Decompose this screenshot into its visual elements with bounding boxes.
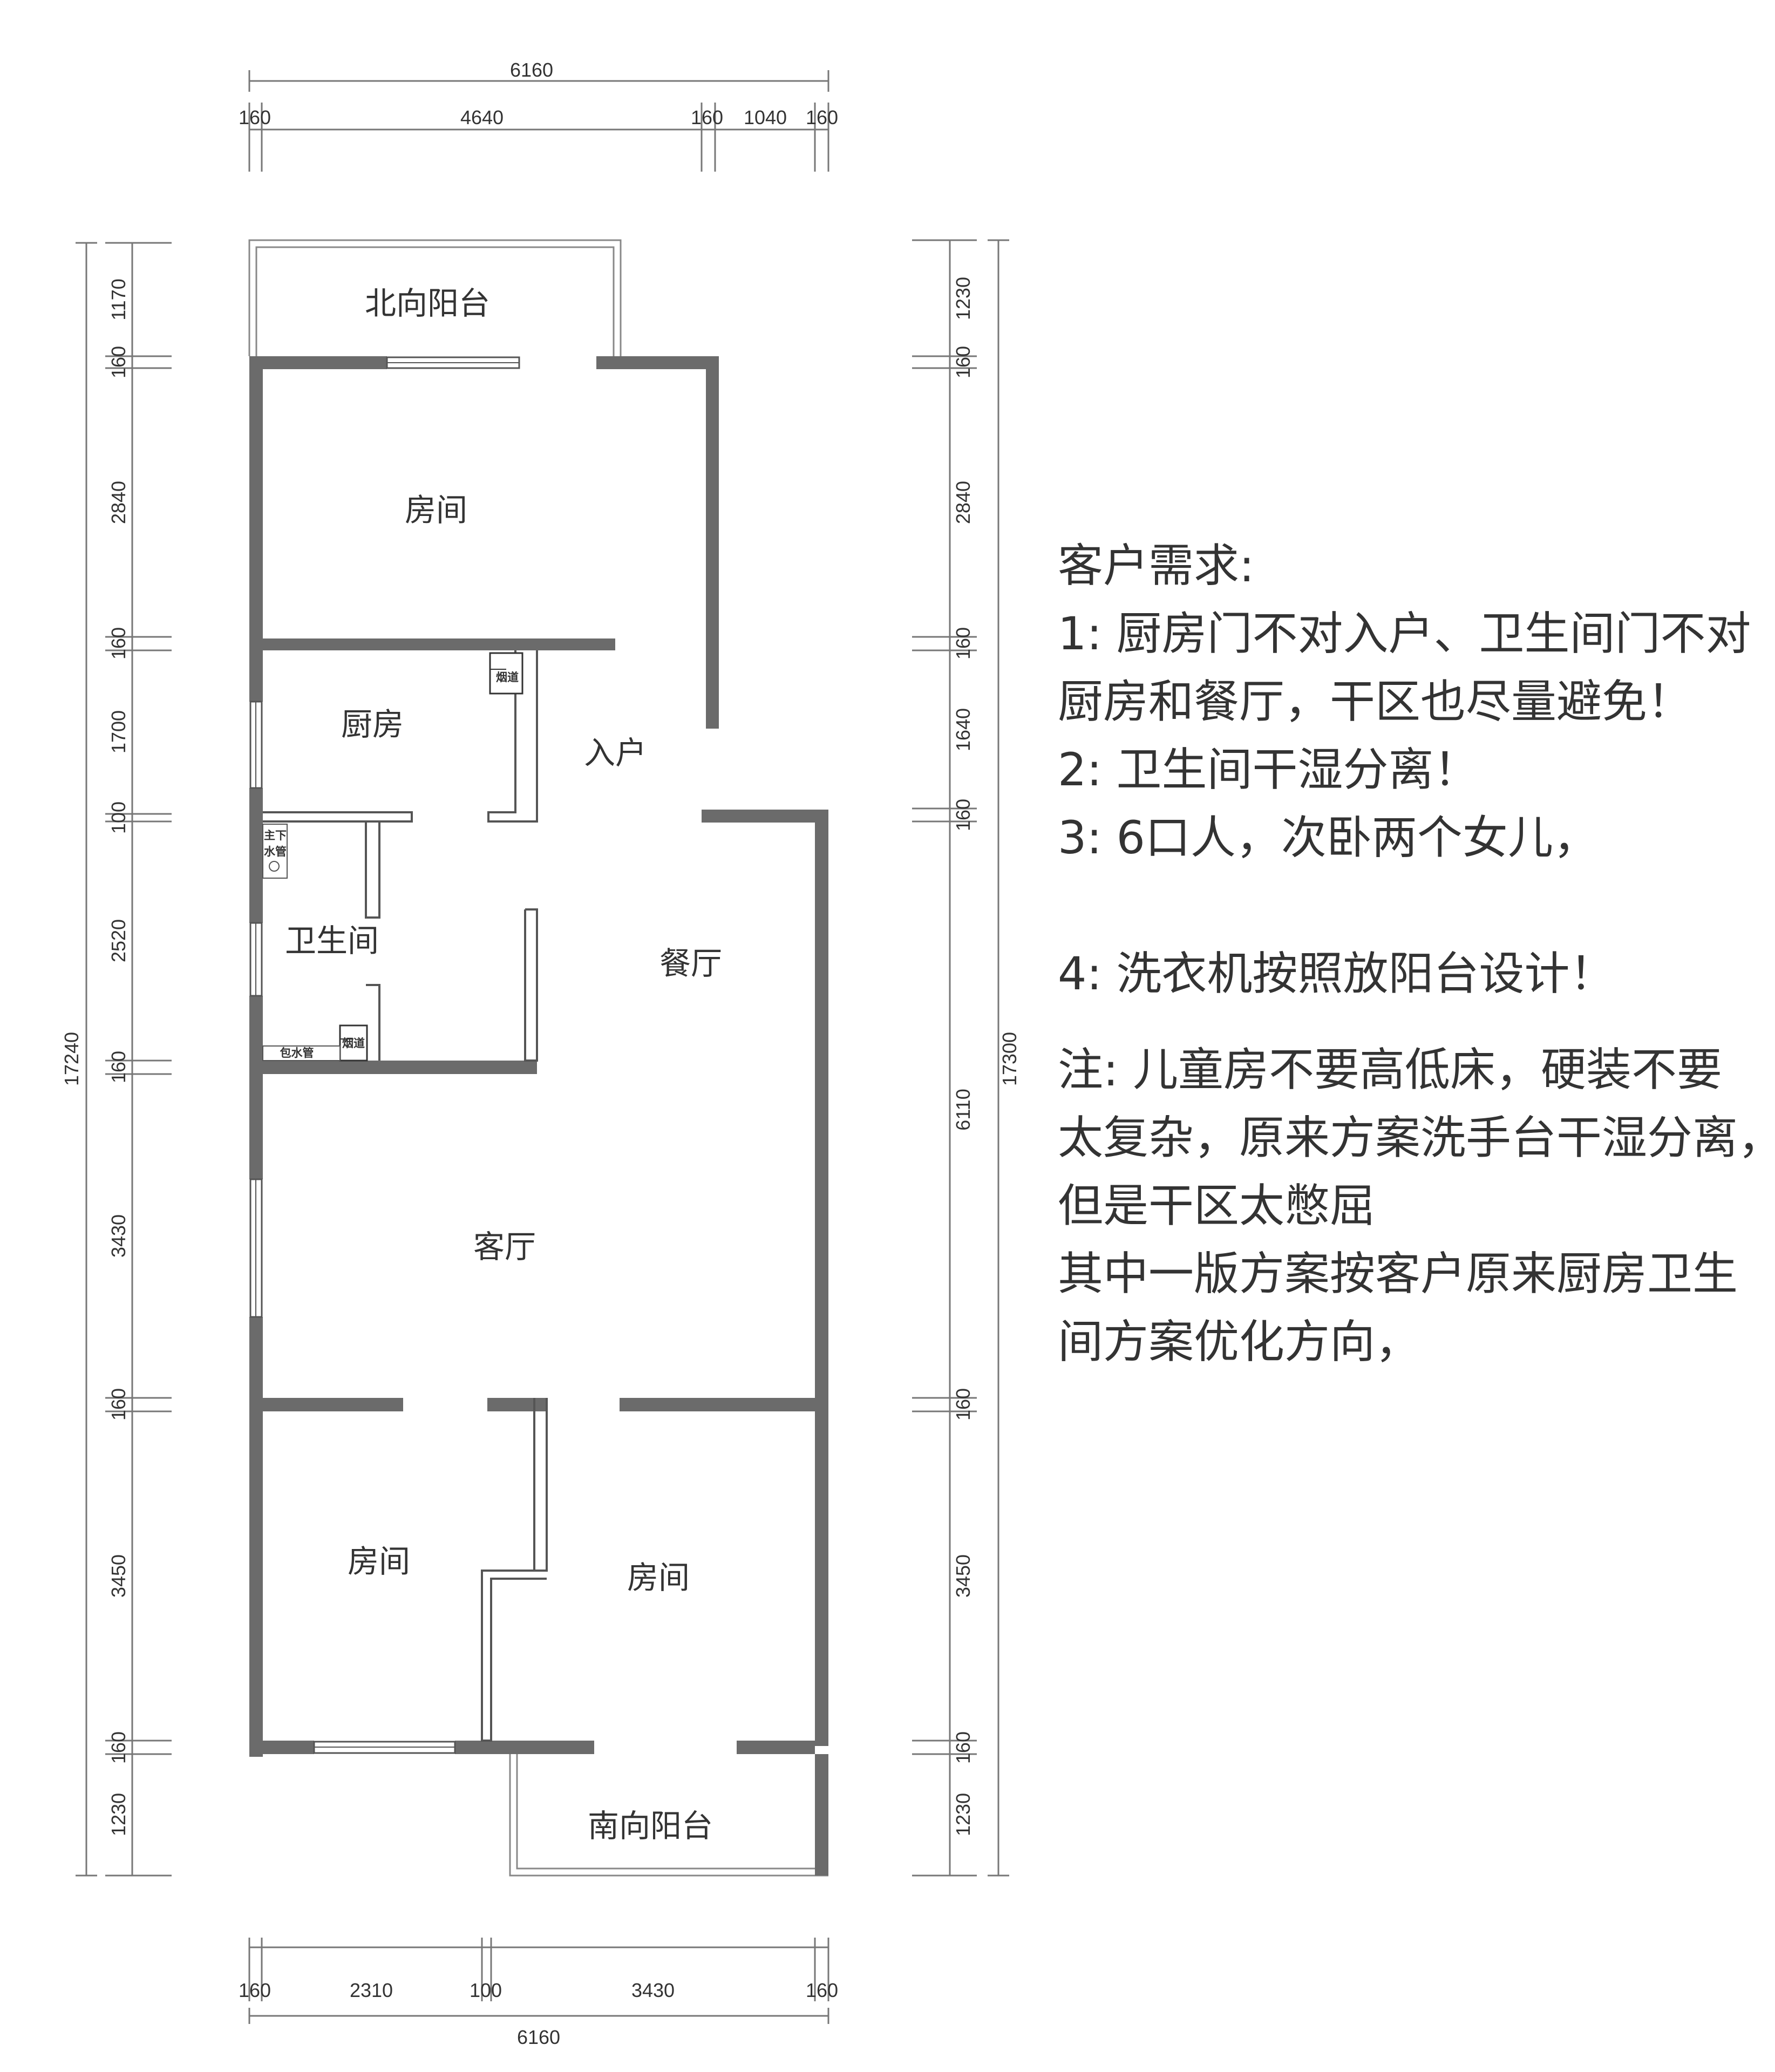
dim-bottom-total: 6160 bbox=[517, 2026, 560, 2048]
dim-top-3: 160 bbox=[691, 106, 723, 128]
north-balcony-outline bbox=[248, 239, 622, 356]
dimension-bottom: 160 2310 100 3430 160 6160 bbox=[239, 1938, 838, 2048]
label-entrance: 入户 bbox=[584, 735, 647, 771]
spacer bbox=[1058, 1008, 1759, 1036]
dim-left-1: 1170 bbox=[107, 278, 130, 320]
requirement-1-line-1: 1: 厨房门不对入户、卫生间门不对 bbox=[1058, 607, 1751, 660]
dim-right-2: 160 bbox=[952, 346, 974, 378]
label-kitchen: 厨房 bbox=[341, 706, 404, 743]
label-southwest-room: 房间 bbox=[348, 1543, 410, 1580]
dim-right-5: 1640 bbox=[952, 708, 974, 751]
dim-right-7: 6110 bbox=[952, 1089, 974, 1130]
spacer bbox=[1058, 872, 1759, 940]
notes-title: 客户需求: bbox=[1058, 539, 1255, 592]
dim-left-total: 17240 bbox=[60, 1032, 83, 1086]
requirements-notes: 客户需求: 1: 厨房门不对入户、卫生间门不对 厨房和餐厅，干区也尽量避免！ 2… bbox=[1058, 532, 1775, 1376]
dim-left-7: 2520 bbox=[107, 919, 130, 962]
dim-right-8: 160 bbox=[952, 1388, 974, 1421]
requirement-3: 3: 6口人，次卧两个女儿， bbox=[1058, 811, 1599, 864]
dim-left-4: 160 bbox=[107, 627, 130, 660]
note-line-2: 太复杂，原来方案洗手台干湿分离， bbox=[1058, 1111, 1775, 1164]
requirement-2: 2: 卫生间干湿分离！ bbox=[1058, 743, 1479, 796]
label-dining: 餐厅 bbox=[659, 945, 722, 982]
wrapped-pipe-label: 包水管 bbox=[280, 1047, 314, 1059]
dim-top-2: 4640 bbox=[460, 106, 504, 128]
dim-right-1: 1230 bbox=[952, 277, 974, 320]
wrapped-pipe: 包水管 bbox=[262, 1045, 341, 1061]
dim-right-11: 1230 bbox=[952, 1793, 974, 1836]
water-pipe-label-bottom: 水管 bbox=[264, 845, 287, 858]
dim-bottom-1: 160 bbox=[239, 1979, 271, 2001]
dim-left-10: 160 bbox=[107, 1388, 130, 1421]
kitchen-flue: 烟道 bbox=[489, 652, 523, 695]
label-living: 客厅 bbox=[473, 1228, 536, 1265]
dim-right-9: 3450 bbox=[952, 1554, 974, 1598]
requirement-4: 4: 洗衣机按照放阳台设计！ bbox=[1058, 947, 1615, 1000]
dim-left-8: 160 bbox=[107, 1051, 130, 1083]
dim-right-6: 160 bbox=[952, 799, 974, 831]
dim-right-10: 160 bbox=[952, 1731, 974, 1764]
label-bathroom: 卫生间 bbox=[285, 922, 379, 959]
note-line-1: 注: 儿童房不要高低床，硬装不要 bbox=[1058, 1043, 1723, 1096]
walls bbox=[249, 356, 828, 1876]
dim-bottom-3: 100 bbox=[470, 1979, 502, 2001]
partitions bbox=[263, 650, 548, 1742]
dim-left-9: 3430 bbox=[107, 1214, 130, 1258]
dim-left-3: 2840 bbox=[107, 481, 130, 524]
dim-left-5: 1700 bbox=[107, 710, 130, 753]
dimension-top: 6160 160 4640 160 1040 160 bbox=[239, 59, 838, 172]
dim-top-5: 160 bbox=[806, 106, 838, 128]
note-line-4: 其中一版方案按客户原来厨房卫生 bbox=[1058, 1247, 1738, 1300]
dim-top-total: 6160 bbox=[510, 59, 553, 81]
dim-top-4: 1040 bbox=[744, 106, 787, 128]
dim-bottom-4: 3430 bbox=[631, 1979, 675, 2001]
bathroom-flue: 烟道 bbox=[339, 1024, 368, 1062]
dim-left-6: 100 bbox=[107, 801, 130, 834]
dim-left-2: 160 bbox=[107, 346, 130, 378]
label-south-balcony: 南向阳台 bbox=[588, 1808, 713, 1844]
flue-bathroom-label: 烟道 bbox=[342, 1037, 365, 1050]
dim-right-total: 17300 bbox=[998, 1032, 1021, 1086]
dimension-left: 17240 1170 160 2840 160 1700 100 2520 16… bbox=[60, 242, 172, 1877]
dim-right-3: 2840 bbox=[952, 481, 974, 524]
label-north-balcony: 北向阳台 bbox=[365, 285, 490, 322]
dimension-right: 17300 1230 160 2840 160 1640 160 6110 16… bbox=[912, 239, 1021, 1877]
note-line-5: 间方案优化方向， bbox=[1058, 1315, 1421, 1368]
south-balcony-outline bbox=[509, 1754, 828, 1877]
label-southeast-room: 房间 bbox=[627, 1559, 690, 1596]
dim-right-4: 160 bbox=[952, 627, 974, 660]
water-pipe-label-top: 主下 bbox=[264, 829, 287, 842]
water-pipe: 主下 水管 bbox=[262, 824, 288, 879]
dim-left-13: 1230 bbox=[107, 1793, 130, 1836]
flue-kitchen-label: 烟道 bbox=[496, 671, 519, 684]
note-line-3: 但是干区太憋屈 bbox=[1058, 1179, 1376, 1232]
dim-left-12: 160 bbox=[107, 1731, 130, 1764]
dim-bottom-2: 2310 bbox=[350, 1979, 393, 2001]
dim-top-1: 160 bbox=[239, 106, 271, 128]
dim-bottom-5: 160 bbox=[806, 1979, 838, 2001]
label-north-room: 房间 bbox=[405, 492, 467, 528]
dim-left-11: 3450 bbox=[107, 1554, 130, 1598]
requirement-1-line-2: 厨房和餐厅，干区也尽量避免！ bbox=[1058, 675, 1693, 728]
